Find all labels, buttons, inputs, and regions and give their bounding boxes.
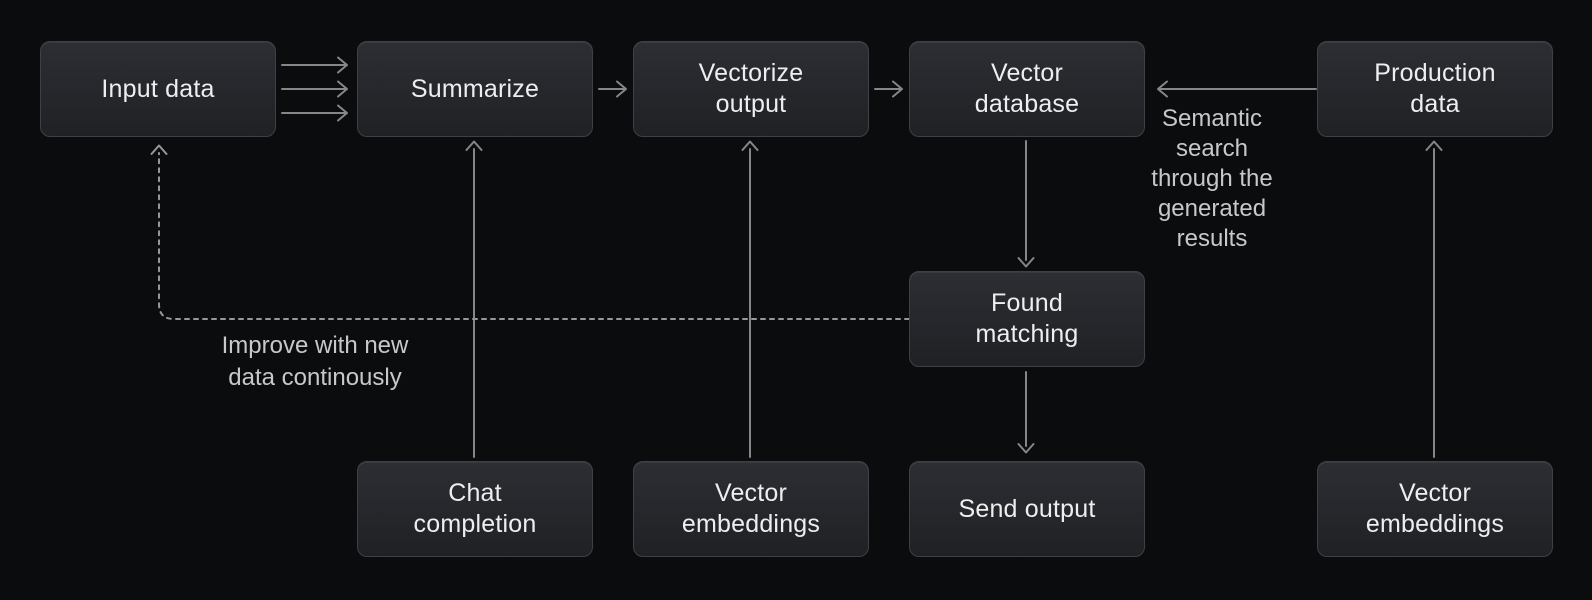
edge-found-matching-to-input-data-feedback	[150, 144, 910, 320]
improve-feedback-edge-label: Improve with new data continously	[221, 332, 409, 391]
node-send-output-label: Send output	[958, 494, 1096, 523]
node-summarize: Summarize	[357, 41, 593, 137]
node-vector-database-label: Vector database	[974, 59, 1080, 118]
node-input-data: Input data	[40, 41, 276, 137]
node-chat-completion-label: Chat completion	[413, 479, 537, 538]
edge-vector-database-to-found-matching	[1017, 140, 1035, 268]
edge-vectorize-output-to-vector-database	[874, 80, 903, 98]
edge-chat-completion-to-summarize	[465, 140, 483, 458]
node-found-matching-label: Found matching	[975, 289, 1079, 348]
node-chat-completion: Chat completion	[357, 461, 593, 557]
edge-vector-embeddings-right-to-production-data	[1425, 140, 1443, 458]
edge-vector-embeddings-left-to-vectorize-output	[741, 140, 759, 458]
edge-summarize-to-vectorize-output	[598, 80, 627, 98]
node-vector-embeddings-right: Vector embeddings	[1317, 461, 1553, 557]
node-vectorize-output: Vectorize output	[633, 41, 869, 137]
node-summarize-label: Summarize	[410, 74, 540, 103]
node-vector-embeddings-left-label: Vector embeddings	[681, 479, 821, 538]
node-vector-embeddings-left: Vector embeddings	[633, 461, 869, 557]
edge-found-matching-to-send-output	[1017, 371, 1035, 454]
node-vectorize-output-label: Vectorize output	[698, 59, 804, 118]
node-send-output: Send output	[909, 461, 1145, 557]
node-production-data-label: Production data	[1374, 59, 1496, 118]
node-vector-embeddings-right-label: Vector embeddings	[1365, 479, 1505, 538]
node-vector-database: Vector database	[909, 41, 1145, 137]
node-input-data-label: Input data	[101, 74, 215, 103]
node-found-matching: Found matching	[909, 271, 1145, 367]
edge-input-data-to-summarize	[281, 56, 348, 122]
edge-production-data-to-vector-database	[1157, 80, 1317, 98]
semantic-search-edge-label: Semantic search through the generated re…	[1151, 105, 1273, 252]
node-production-data: Production data	[1317, 41, 1553, 137]
